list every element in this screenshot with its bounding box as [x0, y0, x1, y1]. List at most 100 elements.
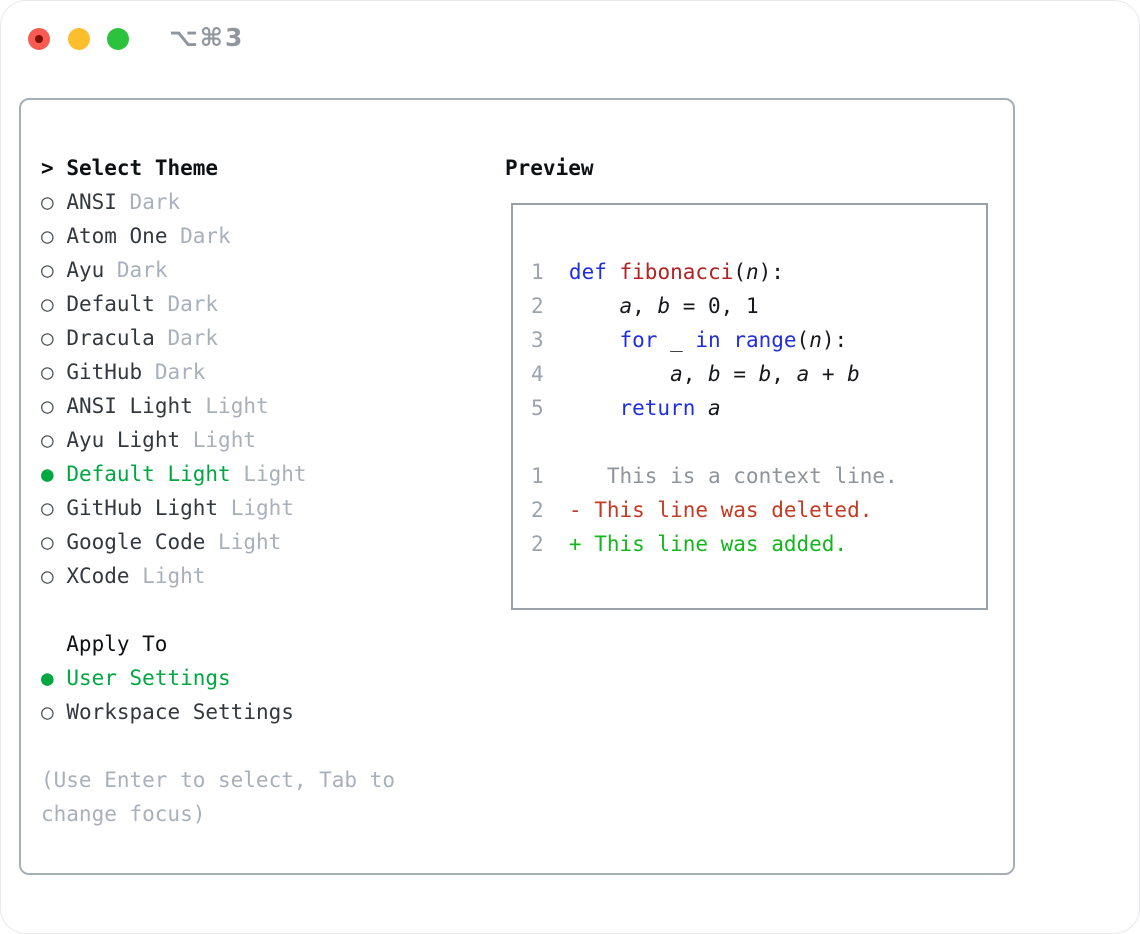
code-token: [721, 328, 734, 352]
code-token: in: [695, 328, 721, 352]
theme-option[interactable]: ○ Default Dark: [41, 287, 395, 321]
apply-to-option[interactable]: ● User Settings: [41, 661, 395, 695]
theme-option[interactable]: ○ ANSI Dark: [41, 185, 395, 219]
radio-unselected-icon: ○: [41, 258, 54, 282]
preview-line: 2 + This line was added.: [531, 527, 986, 561]
theme-variant: Light: [218, 530, 282, 554]
code-token: ,: [682, 362, 709, 386]
zoom-button[interactable]: [107, 28, 129, 50]
code-token: (: [733, 260, 746, 284]
code-token: b: [847, 362, 860, 386]
code-token: b: [657, 294, 671, 318]
apply-to-options-list: ● User Settings○ Workspace Settings: [41, 661, 395, 729]
window-title: ⌥⌘3: [169, 23, 245, 52]
apply-to-label: Workspace Settings: [66, 700, 294, 724]
theme-name: GitHub Light: [66, 496, 219, 520]
radio-unselected-icon: ○: [41, 360, 54, 384]
close-button[interactable]: [28, 28, 50, 50]
line-number: 2: [531, 498, 544, 522]
theme-variant: Light: [142, 564, 206, 588]
preview-line: 1 This is a context line.: [531, 459, 986, 493]
theme-option[interactable]: ○ ANSI Light Light: [41, 389, 395, 423]
code-token: [569, 362, 670, 386]
theme-name: XCode: [66, 564, 130, 588]
theme-variant: Light: [192, 428, 256, 452]
radio-selected-icon: ●: [41, 666, 54, 690]
radio-unselected-icon: ○: [41, 564, 54, 588]
theme-option[interactable]: ○ GitHub Dark: [41, 355, 395, 389]
theme-variant: Dark: [167, 326, 219, 350]
code-token: b: [758, 362, 772, 386]
spacer: [41, 729, 395, 763]
theme-name: Atom One: [66, 224, 168, 248]
code-token: - This line was deleted.: [568, 498, 873, 522]
theme-name: ANSI: [66, 190, 117, 214]
radio-unselected-icon: ○: [41, 292, 54, 316]
theme-option[interactable]: ○ Ayu Light Light: [41, 423, 395, 457]
preview-line: 2 - This line was deleted.: [531, 493, 986, 527]
theme-option[interactable]: ○ Ayu Dark: [41, 253, 395, 287]
code-token: n: [745, 260, 759, 284]
main-panel: > Select Theme ○ ANSI Dark○ Atom One Dar…: [19, 98, 1015, 875]
code-token: range: [733, 328, 797, 352]
theme-name: Ayu Light: [66, 428, 181, 452]
code-token: _: [657, 328, 696, 352]
code-token: ,: [632, 294, 658, 318]
theme-variant: Dark: [129, 190, 181, 214]
preview-line: [531, 221, 986, 255]
theme-name: ANSI Light: [66, 394, 193, 418]
apply-to-title: Apply To: [66, 632, 168, 656]
code-token: n: [809, 328, 822, 352]
theme-option[interactable]: ○ Dracula Dark: [41, 321, 395, 355]
minimize-button[interactable]: [68, 28, 90, 50]
code-token: (: [796, 328, 810, 352]
code-token: + This line was added.: [568, 532, 848, 556]
line-number: 2: [531, 532, 544, 556]
radio-selected-icon: ●: [41, 462, 54, 486]
theme-variant: Dark: [167, 292, 219, 316]
theme-option[interactable]: ○ Google Code Light: [41, 525, 395, 559]
theme-option[interactable]: ○ XCode Light: [41, 559, 395, 593]
theme-variant: Light: [230, 496, 294, 520]
code-token: +: [809, 362, 848, 386]
preview-line: 2 a, b = 0, 1: [531, 289, 986, 323]
theme-option[interactable]: ○ GitHub Light Light: [41, 491, 395, 525]
code-token: a: [670, 362, 683, 386]
radio-unselected-icon: ○: [41, 496, 54, 520]
code-token: [569, 396, 620, 420]
theme-variant: Dark: [154, 360, 206, 384]
preview-line: 3 for _ in range(n):: [531, 323, 986, 357]
apply-to-option[interactable]: ○ Workspace Settings: [41, 695, 395, 729]
theme-option[interactable]: ○ Atom One Dark: [41, 219, 395, 253]
preview-line: [531, 425, 986, 459]
line-number: 2: [531, 294, 544, 318]
code-token: a: [796, 362, 810, 386]
theme-variant: Dark: [180, 224, 231, 248]
code-token: a: [708, 396, 721, 420]
preview-line: 4 a, b = b, a + b: [531, 357, 986, 391]
code-token: =: [720, 362, 759, 386]
code-token: ):: [758, 260, 784, 284]
theme-variant: Light: [243, 462, 307, 486]
keyboard-hint: (Use Enter to select, Tab to change focu…: [41, 768, 396, 826]
theme-picker: > Select Theme ○ ANSI Dark○ Atom One Dar…: [41, 151, 395, 831]
code-token: a: [619, 294, 633, 318]
radio-unselected-icon: ○: [41, 224, 54, 248]
apply-to-label: User Settings: [66, 666, 231, 690]
line-number: 1: [531, 260, 544, 284]
theme-name: Dracula: [66, 326, 155, 350]
preview-title: Preview: [505, 156, 594, 180]
line-number: 4: [531, 362, 544, 386]
line-number: 3: [531, 328, 544, 352]
theme-option[interactable]: ● Default Light Light: [41, 457, 395, 491]
theme-name: Default Light: [66, 462, 231, 486]
code-token: [695, 396, 708, 420]
code-token: return: [619, 396, 696, 420]
code-token: [607, 260, 620, 284]
line-number: 1: [531, 464, 544, 488]
code-token: fibonacci: [619, 260, 734, 284]
